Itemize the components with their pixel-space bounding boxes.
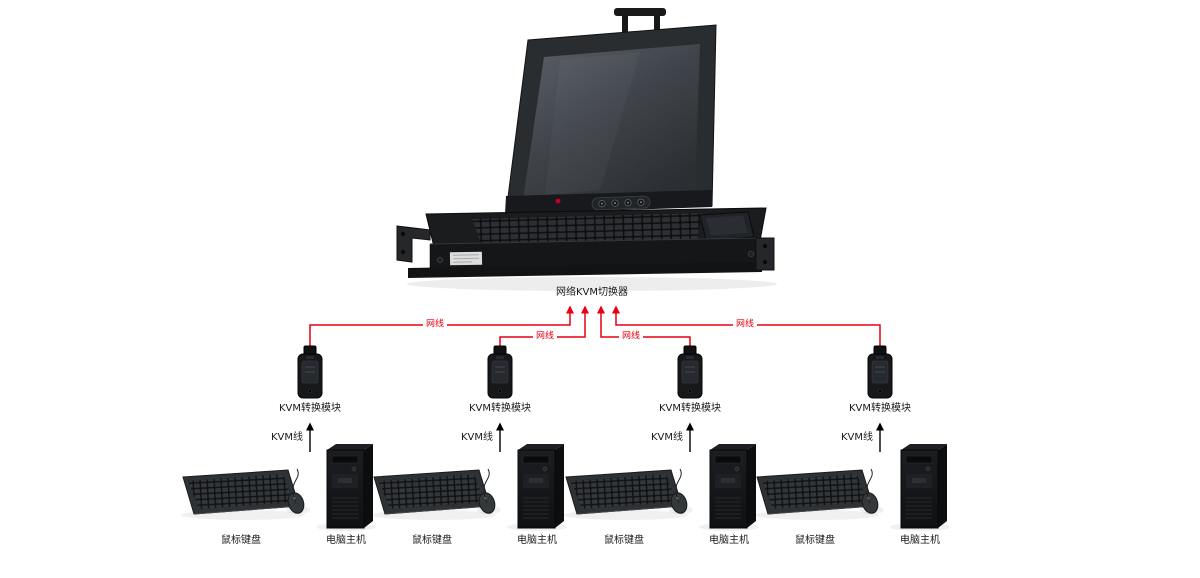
console-front-label [449,251,483,266]
network-cable-lines [309,305,881,348]
kvm-module-icon-1 [297,345,323,399]
kvm-module-label-1: KVM转换模块 [278,403,342,414]
brand-logo-icon [555,198,561,204]
pc-host-label-1: 电脑主机 [326,535,366,546]
console-screen [505,24,717,214]
kvm-module-icon-3 [677,345,703,399]
kvm-console-illustration [396,8,777,291]
net-cable-line-3 [597,305,691,348]
kvm-module-label-3: KVM转换模块 [658,403,722,414]
mouse-keyboard-label-2: 鼠标键盘 [412,535,452,546]
kvm-cable-label-2: KVM线 [460,432,493,443]
pc-set-2 [371,443,568,532]
mouse-keyboard-label-3: 鼠标键盘 [604,535,644,546]
kvm-cable-arrows [306,422,884,452]
net-cable-label-4: 网线 [732,320,758,330]
pc-host-label-3: 电脑主机 [709,535,749,546]
kvm-module-icon-4 [867,345,893,399]
kvm-cable-label-3: KVM线 [650,432,683,443]
osd-button-panel [591,195,651,211]
net-cable-label-2: 网线 [532,332,558,342]
console-keyboard-tray [425,207,767,248]
pc-host-label-4: 电脑主机 [900,535,940,546]
net-cable-label-1: 网线 [422,320,448,330]
rack-ear-right [755,237,775,271]
kvm-module-label-2: KVM转换模块 [468,403,532,414]
pc-set-1 [180,443,377,532]
kvm-module-label-4: KVM转换模块 [848,403,912,414]
kvm-module-icon-2 [487,345,513,399]
mouse-keyboard-label-1: 鼠标键盘 [221,535,261,546]
kvm-cable-label-4: KVM线 [840,432,873,443]
rack-ear-left [396,225,431,263]
net-cable-label-3: 网线 [618,332,644,342]
kvm-switch-label: 网络KVM切换器 [555,287,629,298]
console-handle [614,8,666,32]
mouse-keyboard-label-4: 鼠标键盘 [795,535,835,546]
console-rack-chassis [396,225,775,278]
pc-set-4 [754,443,951,532]
net-cable-line-2 [499,305,589,348]
pc-set-3 [563,443,760,532]
kvm-cable-label-1: KVM线 [270,432,303,443]
console-shadow [407,277,777,291]
pc-host-label-2: 电脑主机 [517,535,557,546]
